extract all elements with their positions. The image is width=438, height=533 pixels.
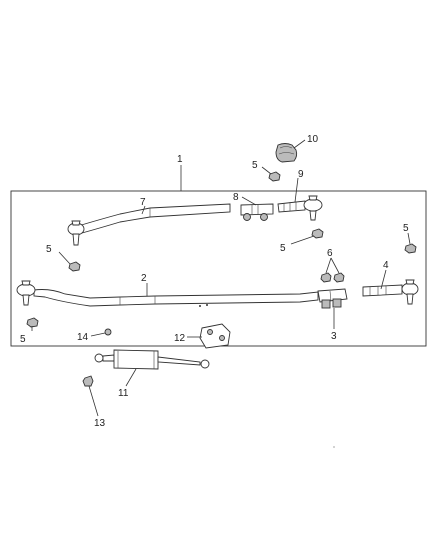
callout-5-top: 5 [252,160,258,171]
part-5-nut-left [68,261,81,272]
callout-5-bottom-left: 5 [20,334,26,345]
callout-labels: 1 2 3 4 5 5 5 5 5 6 7 8 9 10 11 12 13 14 [20,134,409,429]
callout-7: 7 [140,197,146,208]
callout-5-right: 5 [403,223,409,234]
stray-dot [333,446,335,448]
part-7-drag-link [67,203,231,246]
part-12-bracket [199,323,231,349]
part-8-adjuster-sleeve [240,203,274,221]
callout-1: 1 [177,154,183,165]
callout-5-mid: 5 [280,243,286,254]
part-2-tie-rod [16,280,319,307]
part-13-bolt [82,375,94,387]
part-5-nut-top [268,171,281,182]
callout-14: 14 [77,332,89,343]
callout-4: 4 [383,260,389,271]
part-14-washer [104,328,112,336]
callout-12: 12 [174,333,186,344]
part-5-nut-bottom-left [26,317,39,328]
part-11-steering-damper [94,349,210,370]
leader-lines [31,139,411,417]
part-10-boot [275,143,298,163]
callout-6: 6 [327,248,333,259]
callout-5-left: 5 [46,244,52,255]
callout-10: 10 [307,134,319,145]
callout-8: 8 [233,192,239,203]
part-3-clamp [317,288,348,309]
callout-13: 13 [94,418,106,429]
part-5-nut-right [404,243,417,254]
part-9-tie-rod-end [277,195,323,221]
part-5-nut-mid [311,228,324,239]
callout-11: 11 [118,388,129,399]
callout-9: 9 [298,169,304,180]
part-4-tie-rod-end [362,279,419,305]
part-6-nuts [320,272,345,283]
callout-2: 2 [141,273,147,284]
callout-3: 3 [331,331,337,342]
